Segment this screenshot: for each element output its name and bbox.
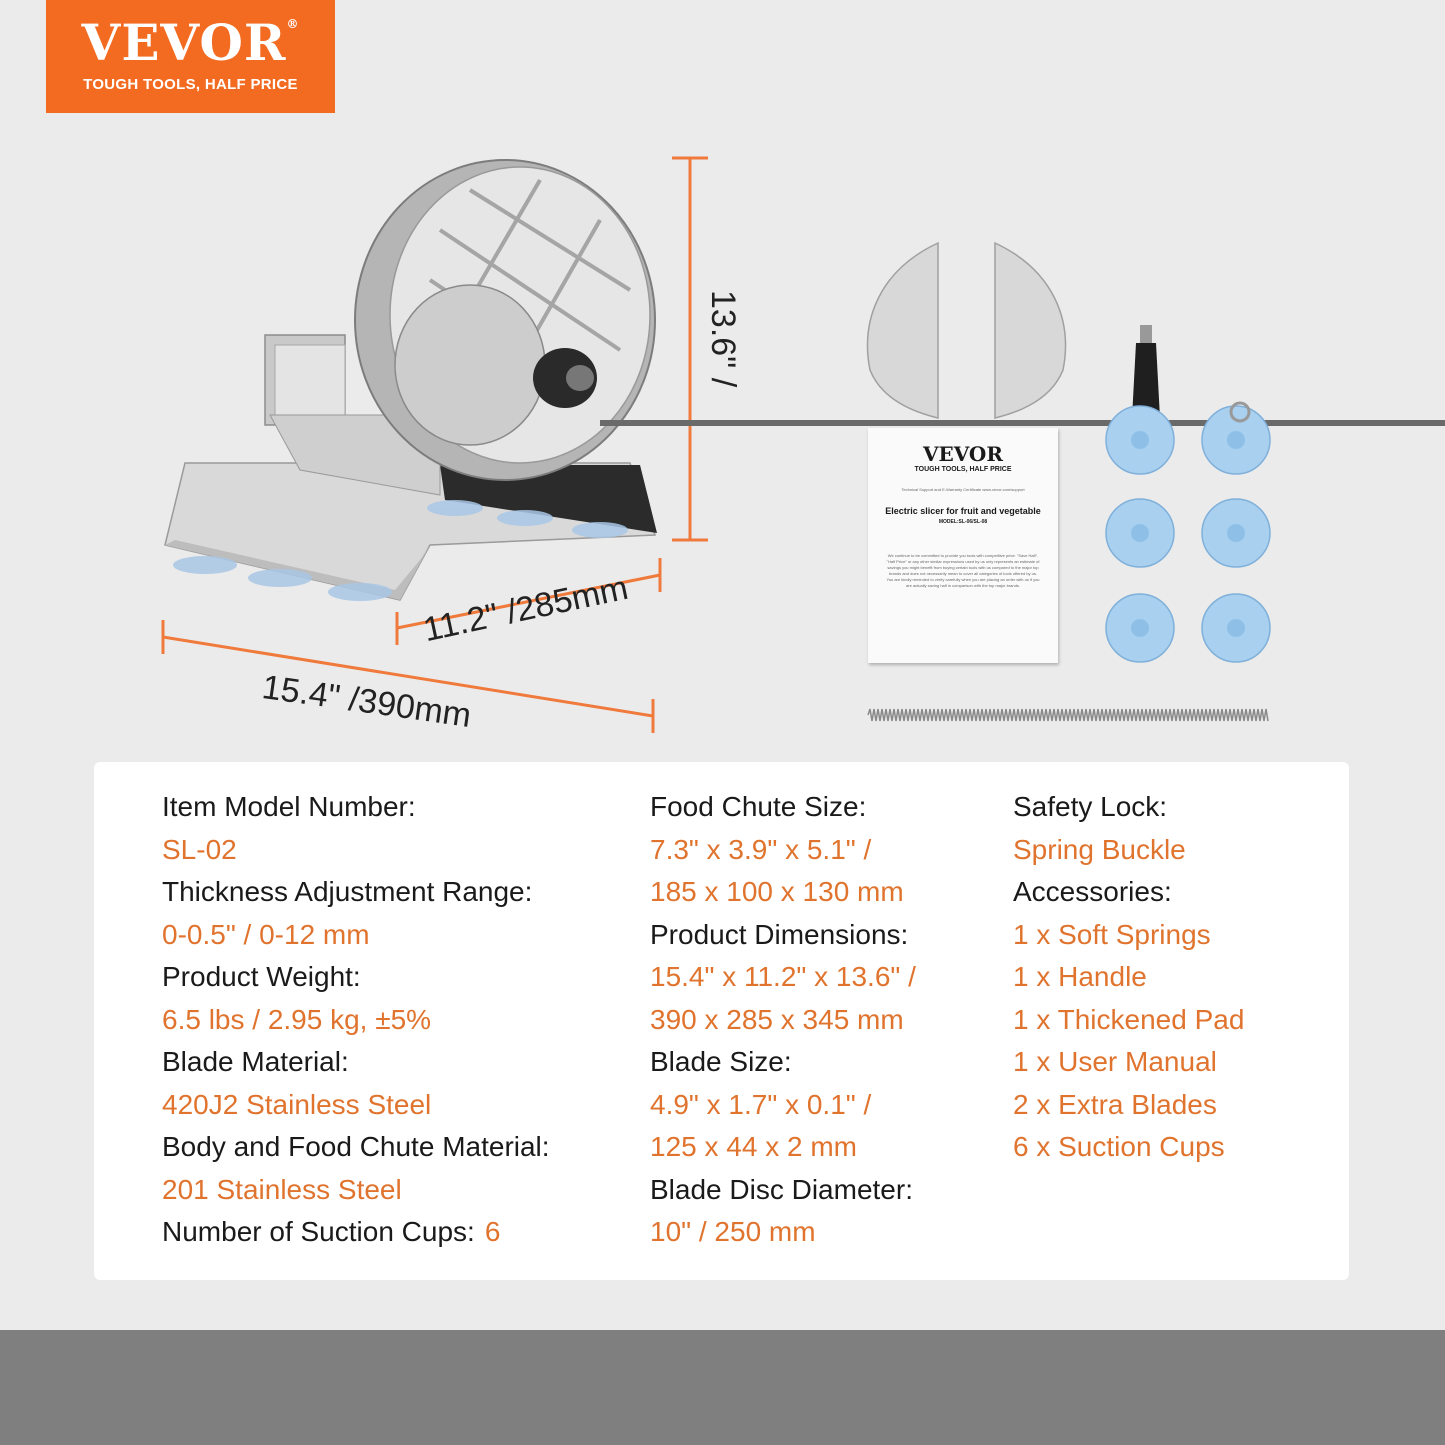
spec-value-line: 10" / 250 mm <box>650 1211 916 1254</box>
extra-blade-left <box>866 241 939 419</box>
spec-value: 1 x Thickened Pad <box>1013 1003 1245 1035</box>
spec-value: 2 x Extra Blades <box>1013 1088 1217 1120</box>
spec-value-line: 125 x 44 x 2 mm <box>650 1126 916 1169</box>
blade-disc <box>394 284 546 446</box>
spec-value: 390 x 285 x 345 mm <box>650 1003 904 1035</box>
spec-value-line: 390 x 285 x 345 mm <box>650 999 916 1042</box>
knob-center <box>566 365 594 391</box>
spec-label-line: Product Dimensions: <box>650 914 916 957</box>
spec-value-line: 1 x Handle <box>1013 956 1244 999</box>
spec-value: 10" / 250 mm <box>650 1216 816 1247</box>
spec-value: 7.3" x 3.9" x 5.1" / <box>650 833 872 865</box>
spec-label-line: Thickness Adjustment Range: <box>162 871 550 914</box>
spec-value-line: 2 x Extra Blades <box>1013 1084 1244 1127</box>
spec-value-line: 0-0.5" / 0-12 mm <box>162 914 550 957</box>
spec-value-line: 7.3" x 3.9" x 5.1" / <box>650 829 916 872</box>
spec-value: 6 x Suction Cups <box>1013 1131 1225 1162</box>
product-illustration <box>161 156 1445 733</box>
spec-label: Accessories: <box>1013 876 1172 907</box>
handle-grip <box>1132 343 1160 418</box>
spec-value-line: SL-02 <box>162 829 550 872</box>
spec-value: 1 x User Manual <box>1013 1046 1217 1077</box>
spec-value-line: 185 x 100 x 130 mm <box>650 871 916 914</box>
suction-cup-ring <box>1229 401 1251 423</box>
extra-blade-right <box>994 241 1067 419</box>
spec-value-line: 6 x Suction Cups <box>1013 1126 1244 1169</box>
width-line <box>162 635 654 718</box>
spec-value: 185 x 100 x 130 mm <box>650 876 904 907</box>
spec-value-line: 201 Stainless Steel <box>162 1169 550 1212</box>
manual-tagline: TOUGH TOOLS, HALF PRICE <box>914 466 1012 473</box>
logo-tagline: TOUGH TOOLS, HALF PRICE <box>83 76 298 93</box>
adjustment-knob <box>533 348 597 408</box>
suction-cup-centers <box>1131 431 1245 637</box>
spec-label-line: Safety Lock: <box>1013 786 1244 829</box>
spec-label: Number of Suction Cups: <box>162 1216 475 1247</box>
manual-support: Technical Support and E-Warranty Certifi… <box>901 487 1025 492</box>
dimension-lines <box>161 156 708 733</box>
user-manual: VEVOR TOUGH TOOLS, HALF PRICE Technical … <box>868 428 1058 663</box>
spec-value: 6.5 lbs / 2.95 kg, ±5% <box>162 1003 432 1035</box>
spec-label-line: Body and Food Chute Material: <box>162 1126 550 1169</box>
spec-label-line: Number of Suction Cups: 6 <box>162 1211 550 1254</box>
handle-thread <box>1140 325 1152 343</box>
spec-value: 15.4" x 11.2" x 13.6" / <box>650 961 916 992</box>
height-dimension-label: 13.6" / <box>704 290 742 388</box>
food-chute-inner <box>274 344 346 416</box>
spec-label-line: Product Weight: <box>162 956 550 999</box>
spec-value: 0-0.5" / 0-12 mm <box>162 918 370 950</box>
spec-label: Body and Food Chute Material: <box>162 1131 550 1162</box>
specs-column-2: Food Chute Size: 7.3" x 3.9" x 5.1" / 185 … <box>650 786 916 1254</box>
spec-value: 420J2 Stainless Steel <box>162 1088 432 1120</box>
manual-title: Electric slicer for fruit and vegetable <box>885 506 1041 516</box>
spec-label: Blade Material: <box>162 1046 349 1077</box>
spec-value-line: 4.9" x 1.7" x 0.1" / <box>650 1084 916 1127</box>
spec-value-line: 1 x User Manual <box>1013 1041 1244 1084</box>
manual-model: MODEL:SL-06/SL-08 <box>938 519 988 525</box>
spec-value: 4.9" x 1.7" x 0.1" / <box>650 1088 872 1120</box>
spec-value: 6 <box>484 1216 501 1247</box>
spec-label-line: Blade Size: <box>650 1041 916 1084</box>
spec-label: Product Dimensions: <box>650 918 909 950</box>
spec-value: 1 x Soft Springs <box>1013 918 1211 950</box>
spec-label-line: Blade Material: <box>162 1041 550 1084</box>
manual-brand: VEVOR <box>923 442 1003 466</box>
spec-label: Product Weight: <box>162 961 361 992</box>
manual-text: We continue to be committed to provide y… <box>886 553 1040 588</box>
spec-label-line: Accessories: <box>1013 871 1244 914</box>
accessory-suction-cups <box>1105 405 1271 663</box>
base-suction-cups <box>173 500 628 601</box>
vevor-logo: VEVOR® TOUGH TOOLS, HALF PRICE <box>46 0 335 113</box>
spec-value: Spring Buckle <box>1013 833 1186 865</box>
spec-label: Blade Size: <box>650 1046 792 1077</box>
spec-value-line: 420J2 Stainless Steel <box>162 1084 550 1127</box>
spec-label: Safety Lock: <box>1013 791 1168 822</box>
spec-label-line: Food Chute Size: <box>650 786 916 829</box>
spec-value-line: 15.4" x 11.2" x 13.6" / <box>650 956 916 999</box>
spec-label: Blade Disc Diameter: <box>650 1173 913 1205</box>
spec-label-line: Item Model Number: <box>162 786 550 829</box>
divider-bar <box>600 420 1445 426</box>
spec-value-line: Spring Buckle <box>1013 829 1244 872</box>
soft-spring <box>867 708 1269 722</box>
spec-label: Item Model Number: <box>162 791 416 822</box>
slicer-base-shadow <box>440 465 657 533</box>
spec-value: 1 x Handle <box>1013 961 1147 992</box>
spec-value-line: 6.5 lbs / 2.95 kg, ±5% <box>162 999 550 1042</box>
spec-value-line: 1 x Thickened Pad <box>1013 999 1244 1042</box>
spec-label: Food Chute Size: <box>650 791 867 822</box>
spec-value: 125 x 44 x 2 mm <box>650 1131 857 1162</box>
spec-label-line: Blade Disc Diameter: <box>650 1169 916 1212</box>
depth-line <box>396 573 661 630</box>
footer-band <box>0 1330 1445 1445</box>
product-image-area: 13.6" / 11.2" /285mm 15.4" /390mm VEVOR … <box>161 156 1445 735</box>
spec-label: Thickness Adjustment Range: <box>162 876 533 907</box>
spec-value: 201 Stainless Steel <box>162 1173 402 1205</box>
logo-brand: VEVOR® <box>81 13 300 72</box>
spec-value-line: 1 x Soft Springs <box>1013 914 1244 957</box>
spec-value: SL-02 <box>162 833 237 865</box>
